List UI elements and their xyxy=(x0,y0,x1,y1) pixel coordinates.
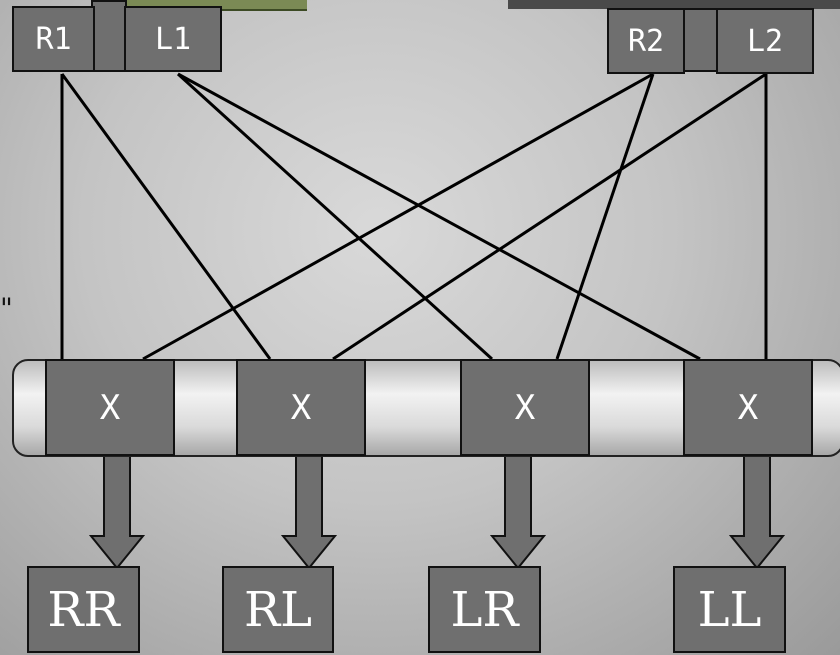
wire-l1-x4 xyxy=(177,72,701,361)
wire-r1-x2 xyxy=(60,73,272,360)
arrow-group xyxy=(88,455,786,570)
top-right-photo-edge xyxy=(508,0,840,9)
output-ll: LL xyxy=(673,566,786,653)
node-r2: R2 xyxy=(607,8,685,74)
wire-l1-x3 xyxy=(176,72,494,361)
down-arrow-2 xyxy=(280,455,338,570)
wire-group xyxy=(60,72,768,361)
node-l1: L1 xyxy=(124,6,222,72)
wire-r2-x1 xyxy=(142,72,654,361)
crossbar-cell-4: X xyxy=(683,359,813,456)
node-l2: L2 xyxy=(716,8,814,74)
crossbar-cell-1: X xyxy=(45,359,175,456)
output-lr: LR xyxy=(428,566,541,653)
top-left-connector xyxy=(91,0,127,72)
crossbar-cell-3: X xyxy=(460,359,590,456)
down-arrow-4 xyxy=(728,455,786,570)
crossbar-cell-2: X xyxy=(236,359,366,456)
node-r1: R1 xyxy=(12,6,95,72)
output-rl: RL xyxy=(222,566,334,653)
output-rr: RR xyxy=(27,566,140,653)
down-arrow-3 xyxy=(489,455,547,570)
wire-r2-x3 xyxy=(555,73,655,360)
wire-l2-x2 xyxy=(332,72,767,361)
quote-fragment: " xyxy=(0,292,13,325)
down-arrow-1 xyxy=(88,455,146,570)
